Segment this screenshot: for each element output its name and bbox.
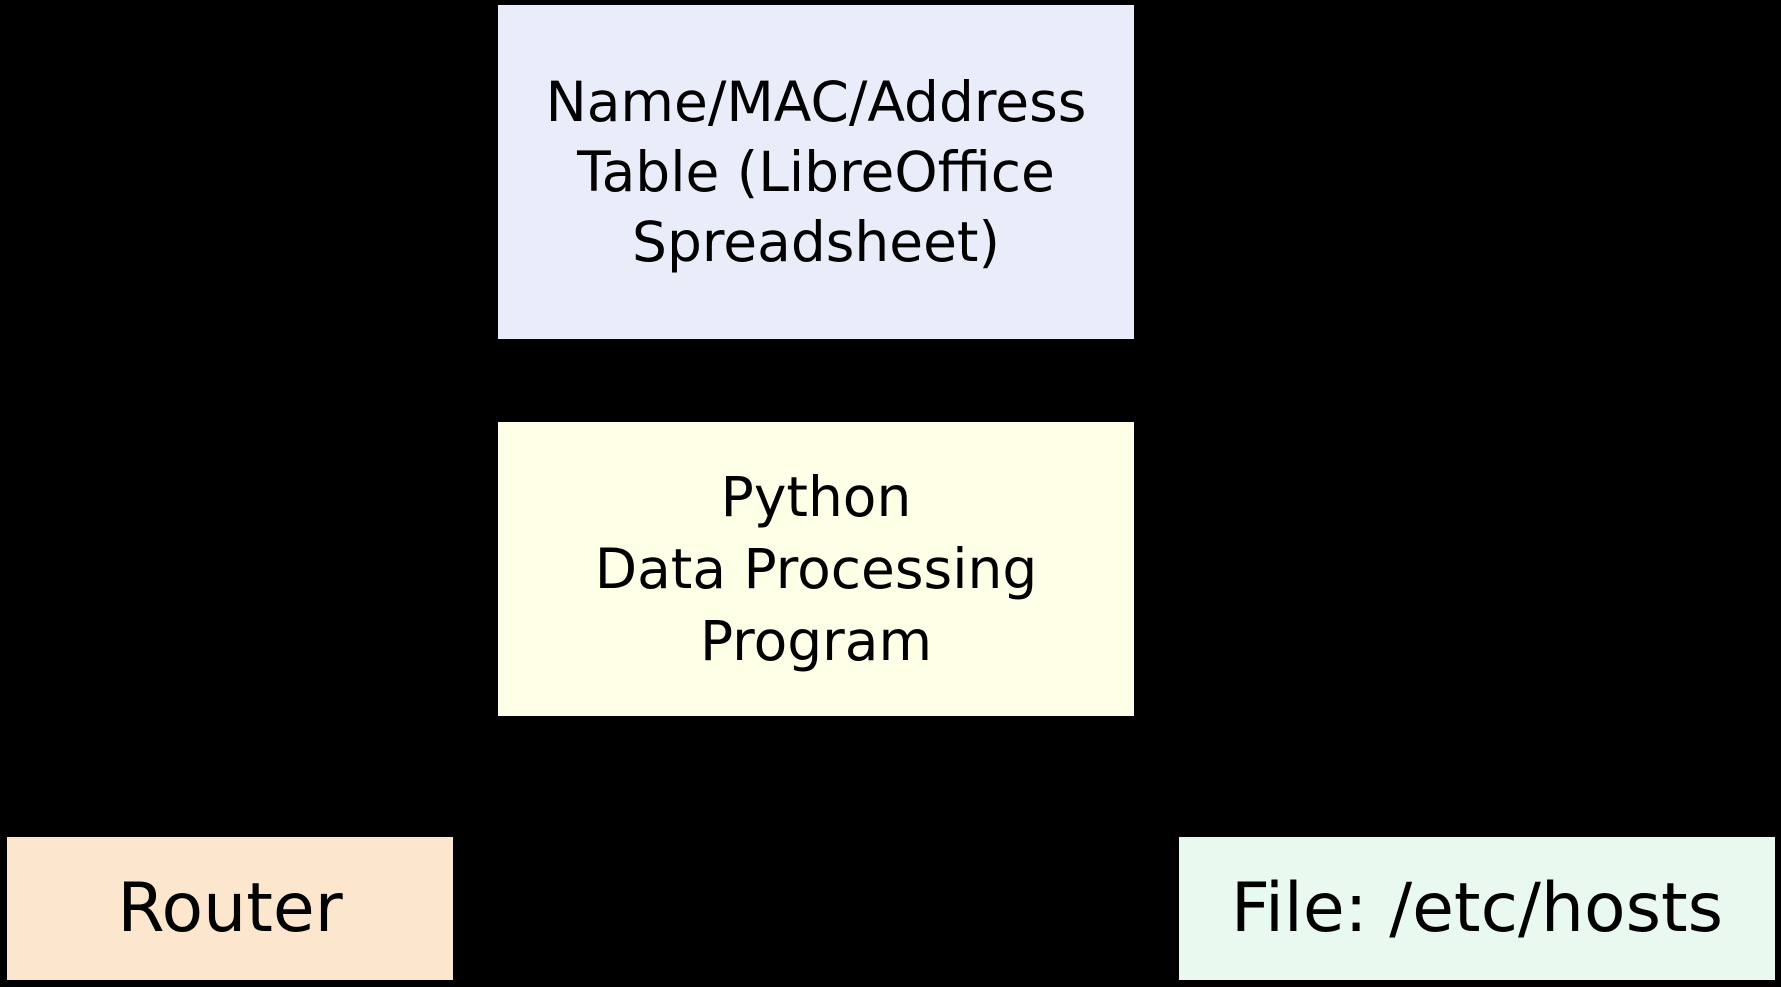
node-label-line: Router <box>117 868 343 948</box>
diagram-node-router: Router <box>5 835 455 982</box>
node-label-line: Program <box>699 609 933 673</box>
node-label-line: Python <box>720 465 912 529</box>
diagram-node-python-program: Python Data Processing Program <box>496 420 1136 718</box>
diagram-node-etc-hosts-file: File: /etc/hosts <box>1177 835 1777 982</box>
node-label-line: Table (LibreOffice <box>577 140 1055 204</box>
node-label-line: Name/MAC/Address <box>545 70 1087 134</box>
diagram-node-spreadsheet-table: Name/MAC/Address Table (LibreOffice Spre… <box>496 3 1136 341</box>
node-label-line: File: /etc/hosts <box>1230 868 1724 948</box>
node-label-line: Data Processing <box>594 537 1038 601</box>
node-label-line: Spreadsheet) <box>632 210 1000 274</box>
